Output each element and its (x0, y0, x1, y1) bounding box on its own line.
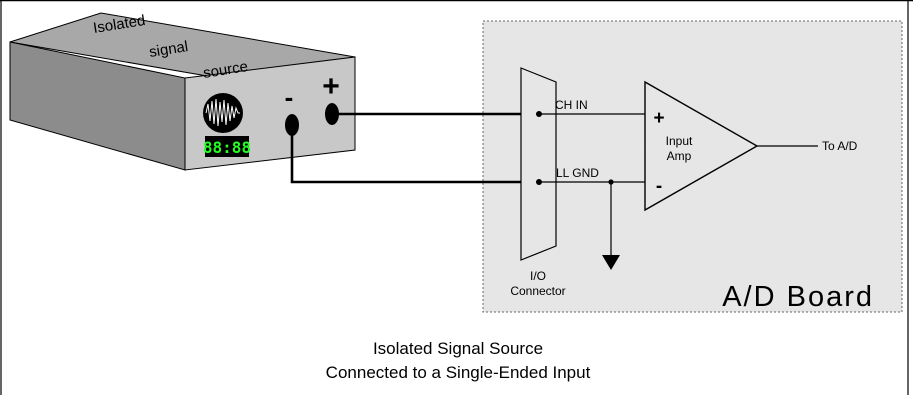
io-connector-label-line2: Connector (510, 284, 565, 298)
digital-display: 88:88 (203, 136, 251, 157)
io-connector: I/O Connector (510, 67, 566, 298)
amp-output-label: To A/D (822, 139, 858, 153)
wire-signal-low (290, 125, 539, 184)
ll-gnd-label: LL GND (556, 166, 599, 180)
input-amp: + - Input Amp (644, 80, 759, 212)
waveform-icon (203, 93, 243, 133)
signal-source-box: Isolated signal source 88:88 - + (9, 12, 356, 171)
source-label-line3: source (202, 58, 249, 82)
caption-line1: Isolated Signal Source (373, 339, 543, 358)
amp-label-line2: Amp (667, 149, 692, 163)
amp-label-line1: Input (666, 134, 693, 148)
source-label-line2: signal (148, 38, 189, 61)
amp-plus-input-label: + (653, 108, 664, 129)
ground-arrow-icon (602, 255, 620, 270)
minus-terminal-label: - (285, 82, 294, 112)
io-connector-body (520, 67, 557, 261)
ch-in-label: CH IN (555, 98, 588, 112)
ad-board-title: A/D Board (722, 281, 874, 313)
plus-terminal-label: + (322, 70, 340, 103)
caption-line2: Connected to a Single-Ended Input (326, 363, 591, 382)
amp-triangle (644, 80, 759, 212)
display-readout: 88:88 (203, 138, 251, 157)
amp-minus-input-label: - (656, 176, 662, 197)
io-connector-label-line1: I/O (530, 269, 546, 283)
